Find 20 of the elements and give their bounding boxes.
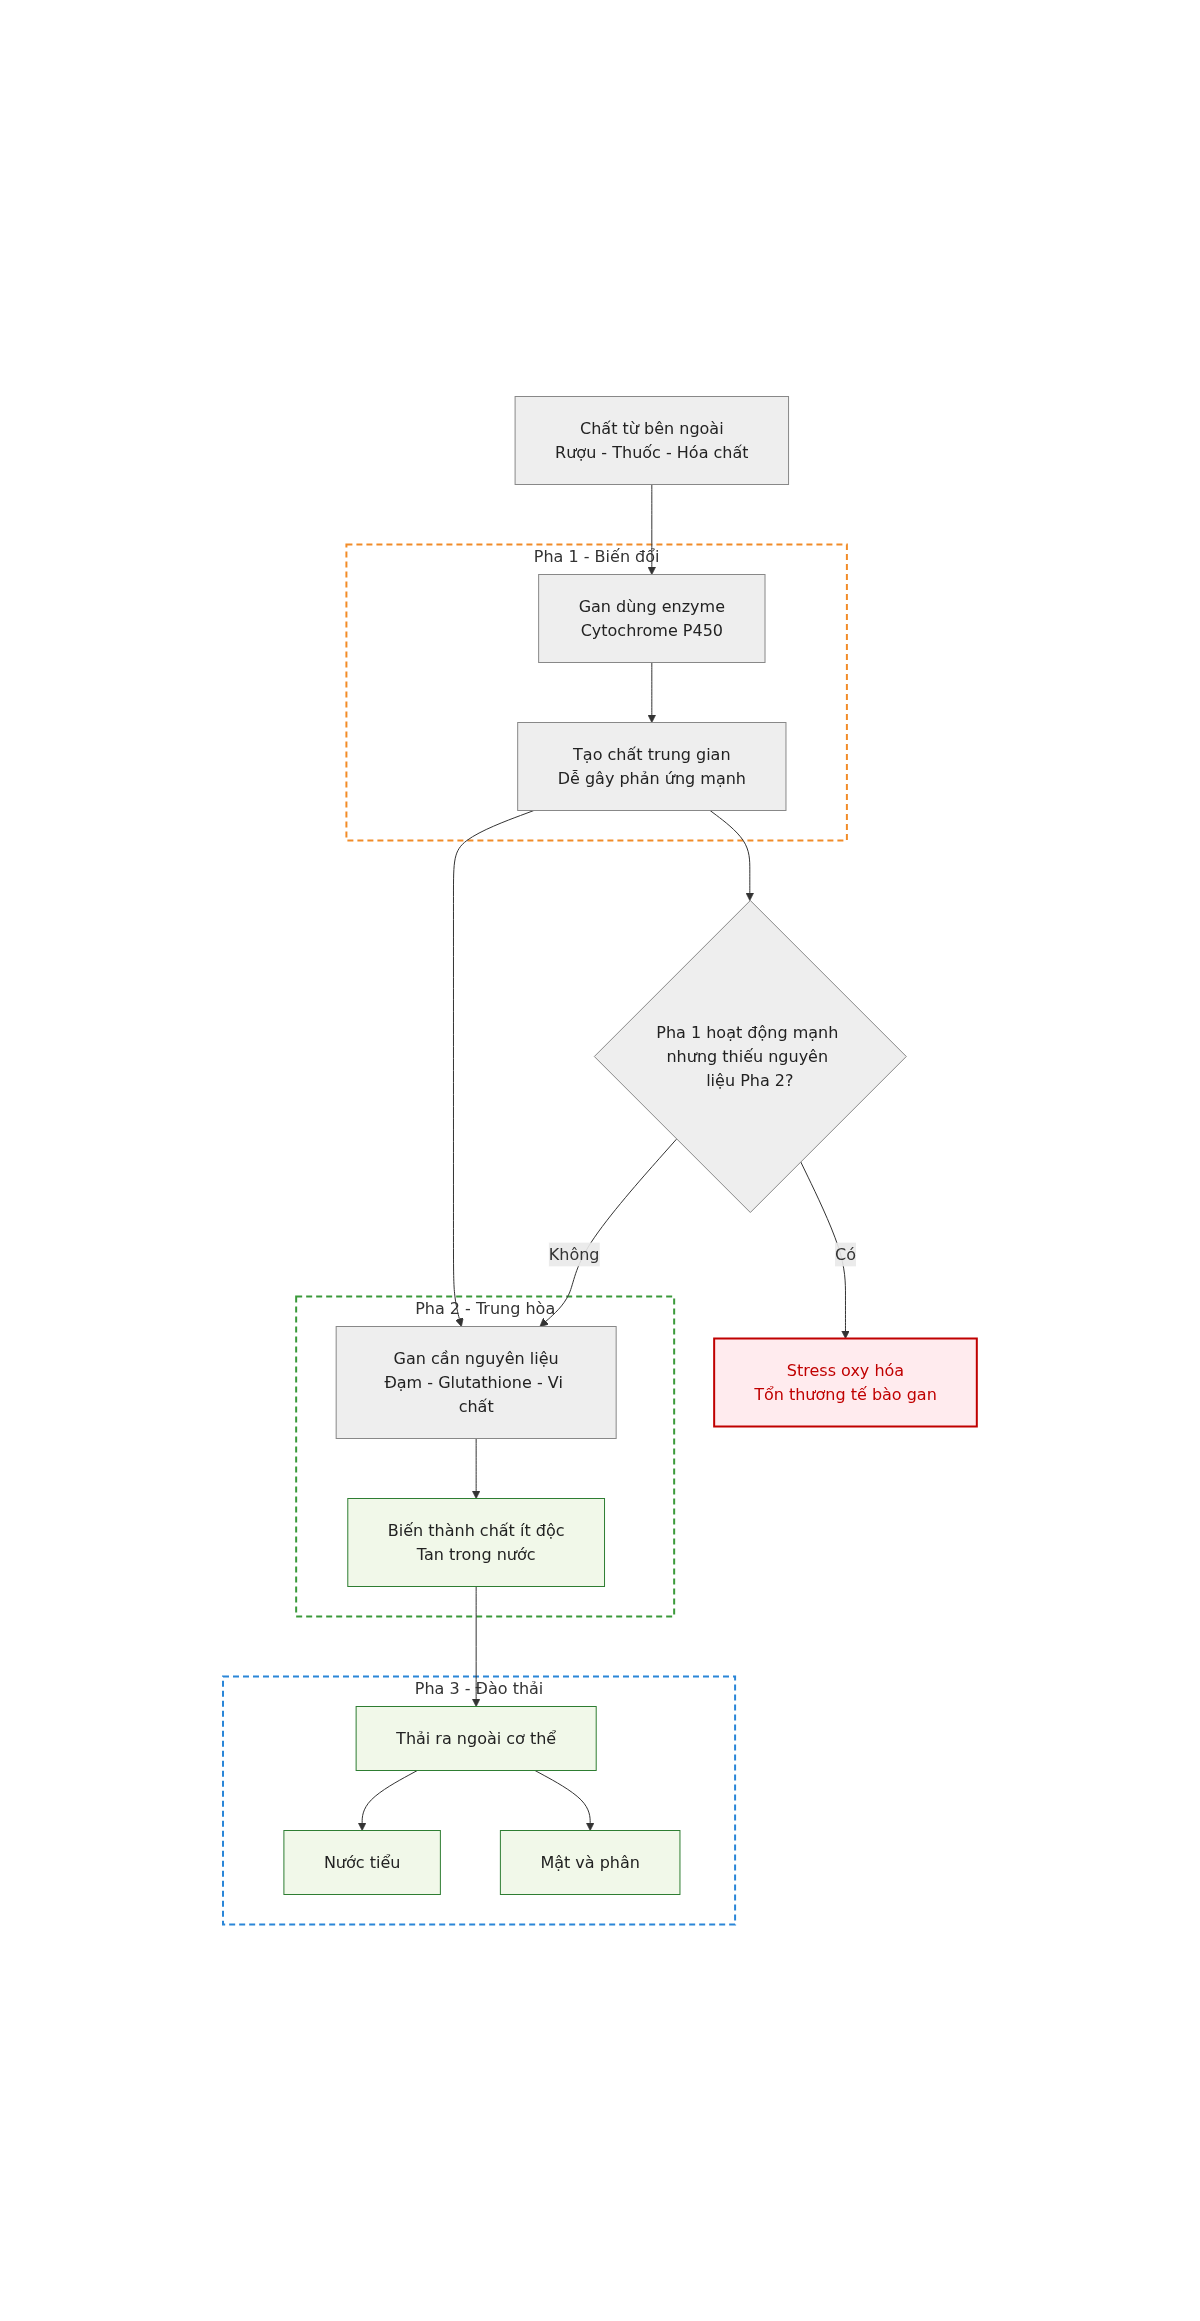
edge-label: Có	[835, 1244, 857, 1264]
arrow	[534, 1770, 595, 1831]
node-box: Nước tiểu	[283, 1830, 441, 1895]
arrow	[539, 1138, 678, 1327]
node-box: Thải ra ngoài cơ thể	[355, 1706, 597, 1771]
arrow	[357, 1770, 418, 1831]
node-box: Stress oxy hóa Tổn thương tế bào gan	[713, 1337, 978, 1428]
arrow	[647, 662, 657, 723]
node-diamond: Pha 1 hoạt động mạnh nhưng thiếu nguyên liệu Pha 2?	[593, 900, 907, 1213]
arrow	[471, 1586, 481, 1707]
node-box: Mật và phân	[500, 1830, 681, 1895]
node-box: Gan dùng enzyme Cytochrome P450	[538, 574, 766, 663]
arrow	[471, 1438, 481, 1499]
node-box: Biến thành chất ít độc Tan trong nước	[347, 1498, 606, 1587]
node-box: Chất từ bên ngoài Rượu - Thuốc - Hóa chất	[514, 396, 790, 485]
arrow	[647, 484, 657, 575]
node-box: Gan cần nguyên liệu Đạm - Glutathione - Vi chất	[335, 1326, 617, 1439]
node-box: Tạo chất trung gian Dễ gây phản ứng mạnh	[517, 722, 787, 811]
edge-label: Không	[548, 1244, 600, 1264]
arrow	[800, 1161, 850, 1339]
